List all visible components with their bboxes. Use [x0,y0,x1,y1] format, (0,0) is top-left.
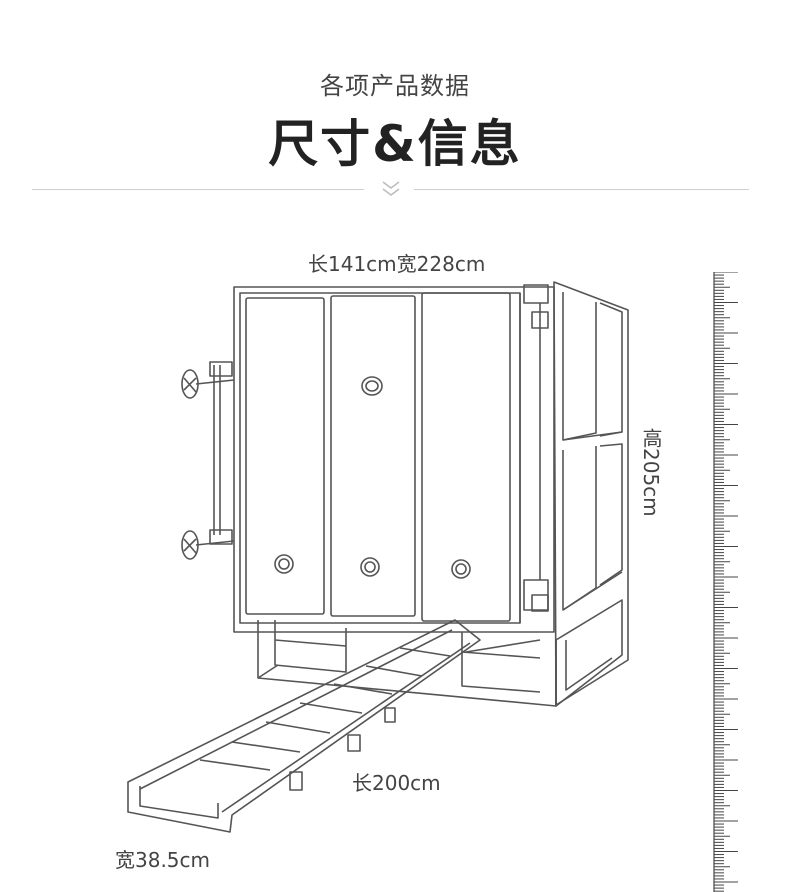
divider-right [414,189,749,190]
section-title: 尺寸&信息 [268,115,522,173]
handwheel-handle [181,361,235,560]
rail-track [127,619,481,833]
side-frame [553,281,629,706]
cabinet-length-width-label: 长141cm宽228cm [308,252,486,276]
rail-width-label: 宽38.5cm [115,848,211,872]
rail-length-label: 长200cm [352,771,441,795]
double-chevron-down-icon [382,181,400,196]
height-ruler [713,272,738,892]
cabinet-height-label: 高205cm [639,428,663,517]
section-subtitle: 各项产品数据 [320,72,470,100]
front-cabinet [233,284,555,633]
divider-left [32,189,364,190]
